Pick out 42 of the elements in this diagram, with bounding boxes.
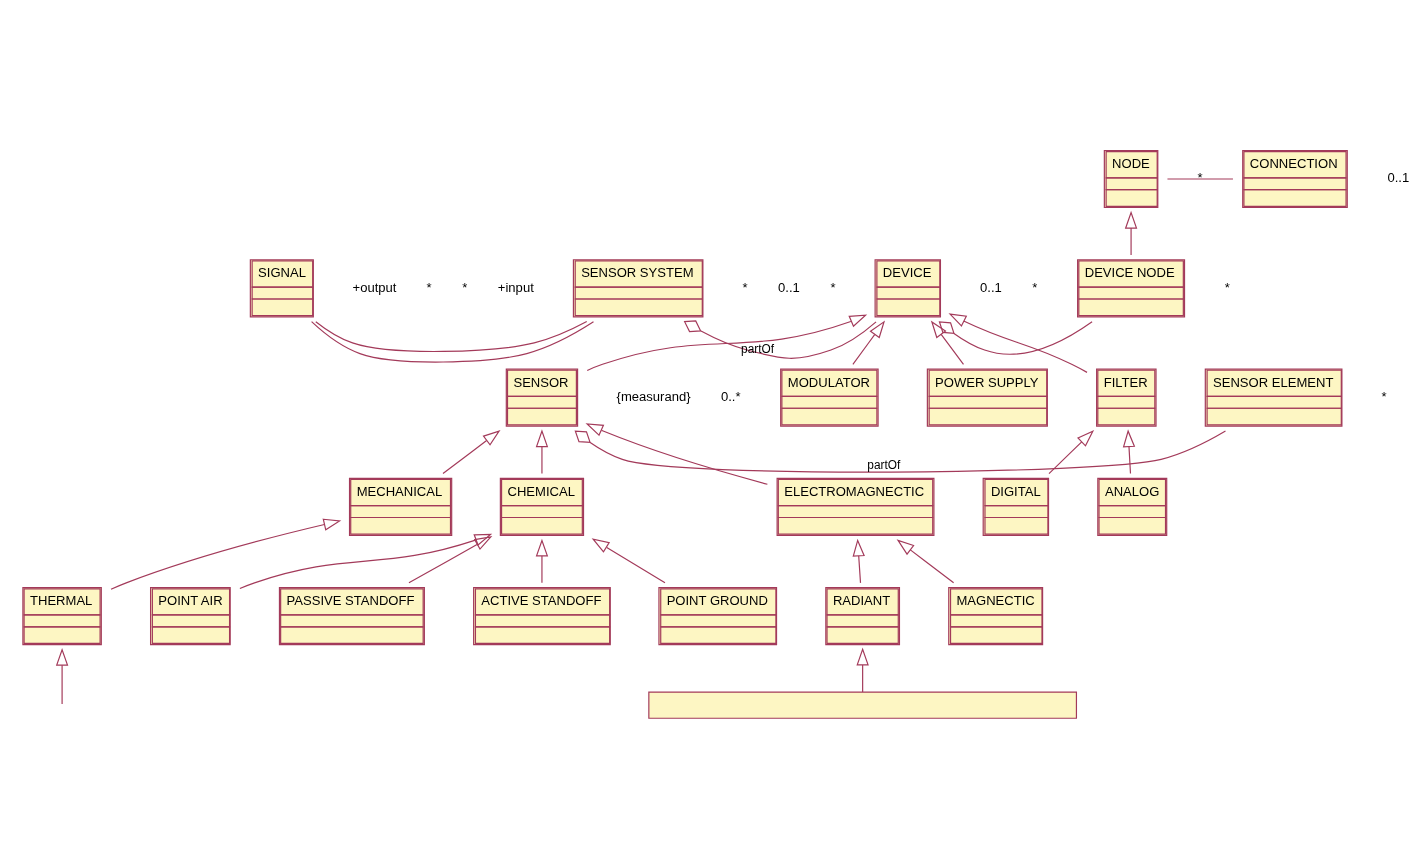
arrow [1122, 429, 1136, 475]
arrow [1124, 210, 1138, 256]
arrow [535, 538, 549, 584]
arrow [852, 538, 865, 584]
connector [311, 321, 595, 363]
arrow [585, 423, 768, 485]
arrow [442, 430, 501, 475]
arrow [856, 647, 869, 693]
label: * [426, 279, 432, 295]
label: 0..1 [1387, 170, 1410, 186]
arrow [408, 535, 493, 584]
arrow [591, 538, 666, 584]
arrow [586, 314, 868, 372]
arrow [852, 320, 886, 365]
label: 0..1 [980, 279, 1002, 295]
label: 0..* [721, 388, 741, 404]
arrow [1048, 429, 1095, 475]
arrow [55, 647, 69, 705]
arrow [239, 533, 493, 590]
connector [938, 321, 1093, 355]
label: * [830, 279, 836, 295]
label: * [1197, 170, 1203, 186]
node-box [648, 691, 1078, 719]
label: * [1381, 388, 1387, 404]
label: * [1032, 279, 1038, 295]
label: 0..1 [778, 279, 800, 295]
label: * [742, 279, 748, 295]
label: +input [497, 279, 534, 295]
arrow [535, 429, 549, 475]
edge-label: partOf [867, 457, 901, 472]
connector [574, 430, 1227, 473]
arrow [110, 518, 342, 590]
label: +output [352, 279, 397, 295]
edge-label: partOf [741, 341, 775, 356]
connector [683, 320, 877, 359]
label: * [462, 279, 468, 295]
connector [315, 320, 588, 353]
arrow [948, 313, 1088, 373]
arrow [896, 539, 955, 584]
label: * [1224, 279, 1230, 295]
arrow [930, 320, 965, 365]
label: {measurand} [616, 388, 691, 404]
